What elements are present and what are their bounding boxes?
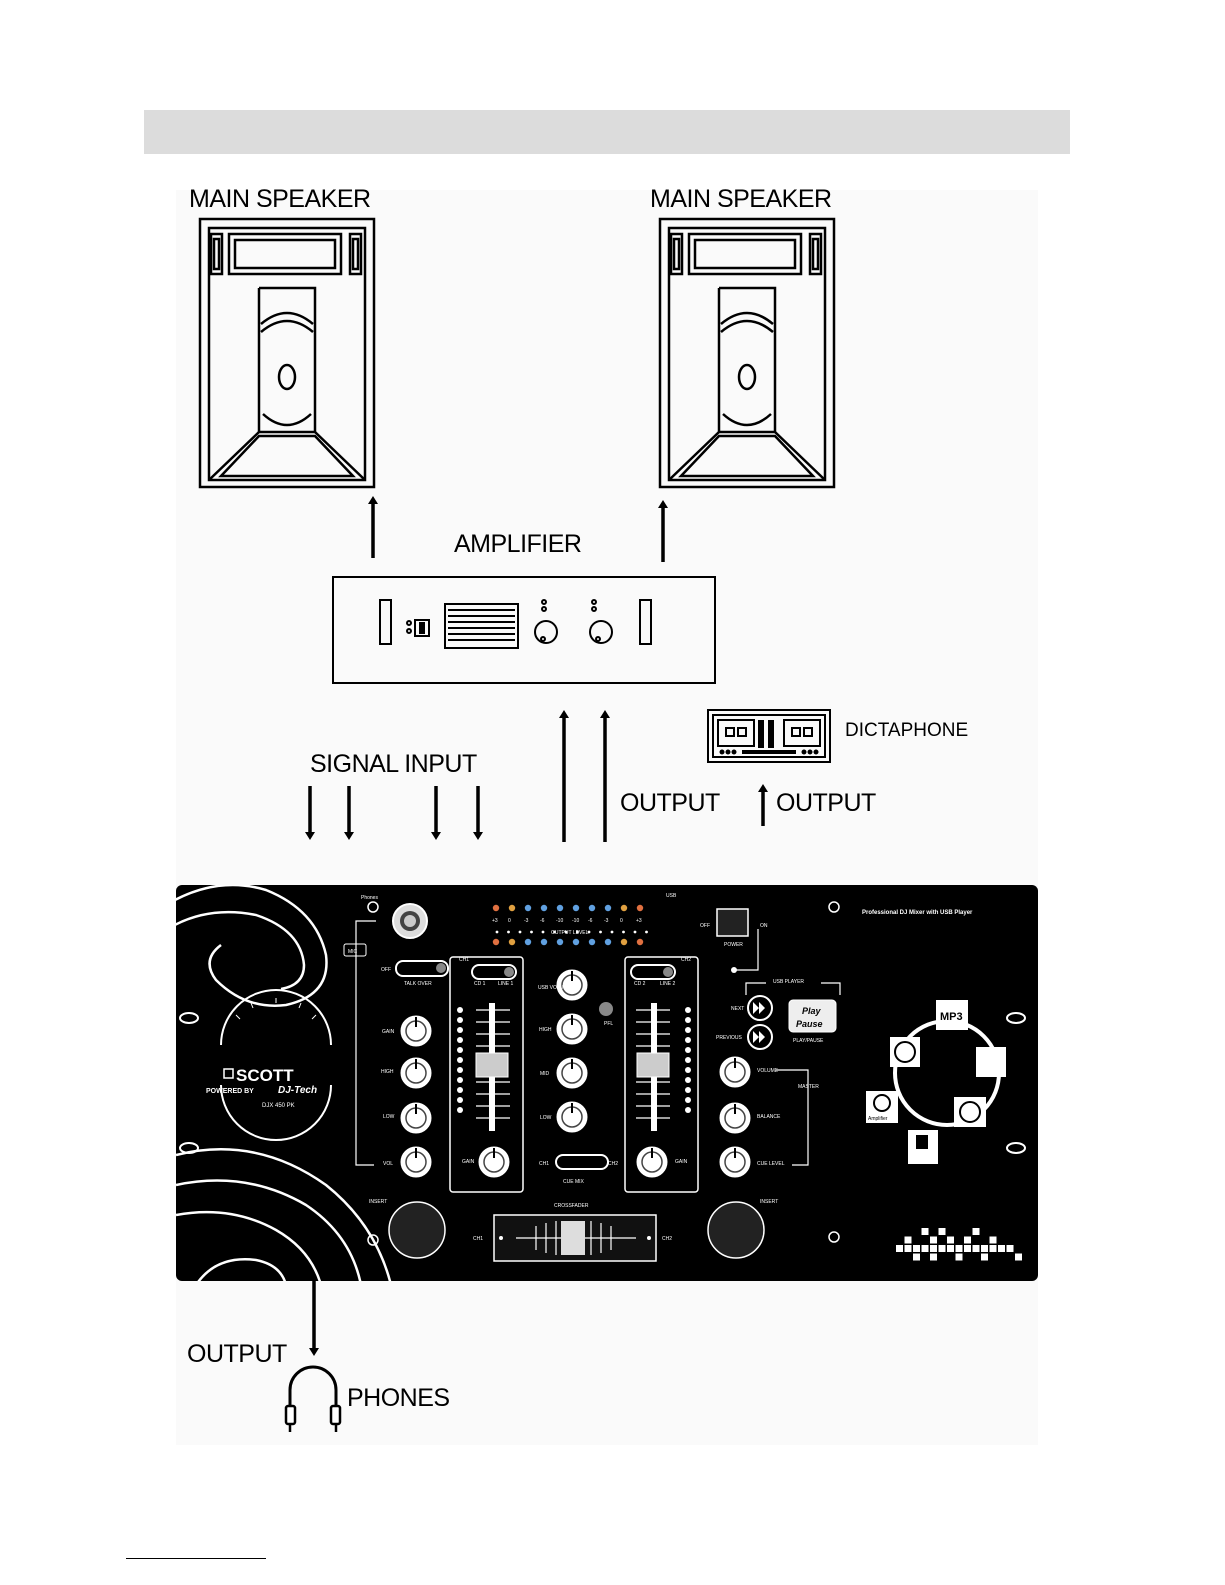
svg-text:OFF: OFF (381, 967, 391, 973)
svg-text:GAIN: GAIN (382, 1029, 395, 1035)
svg-text:MASTER: MASTER (798, 1084, 819, 1090)
svg-text:CH2: CH2 (662, 1236, 672, 1242)
svg-text:CH2: CH2 (681, 957, 691, 963)
svg-text:CUE MIX: CUE MIX (563, 1179, 585, 1185)
svg-text:POWER: POWER (724, 942, 743, 948)
decorative-swirl-top (176, 885, 328, 1007)
svg-text:INSERT: INSERT (760, 1199, 778, 1205)
svg-text:+3: +3 (636, 918, 642, 924)
svg-text:PREVIOUS: PREVIOUS (716, 1035, 743, 1041)
svg-text:USB: USB (666, 893, 677, 899)
svg-text:GAIN: GAIN (462, 1159, 475, 1165)
svg-text:ON: ON (760, 923, 768, 929)
svg-text:LINE 2: LINE 2 (660, 981, 676, 987)
mp3-source-ring: MP3 Amplifier (866, 1000, 1006, 1164)
svg-text:USB PLAYER: USB PLAYER (773, 979, 804, 985)
svg-text:Amplifier: Amplifier (868, 1116, 888, 1122)
svg-text:TALK OVER: TALK OVER (404, 981, 432, 987)
previous-button (747, 1024, 773, 1050)
svg-text:-10: -10 (572, 918, 579, 924)
svg-text:CH2: CH2 (608, 1161, 618, 1167)
main-speaker-left (198, 217, 376, 489)
svg-text:-6: -6 (540, 918, 545, 924)
svg-text:-3: -3 (524, 918, 529, 924)
svg-text:NEXT: NEXT (731, 1006, 744, 1012)
output-level-meter: +3 0 -3 -6 -10 -10 -6 -3 0 +3 (492, 904, 648, 946)
next-button (747, 995, 773, 1021)
play-pause-button (788, 999, 837, 1033)
headphones-icon (284, 1365, 342, 1432)
channel-2-strip (624, 956, 699, 1193)
svg-text:POWERED BY: POWERED BY (206, 1088, 254, 1095)
output-to-phones-label: OUTPUT (187, 1340, 287, 1368)
output-to-amp-label: OUTPUT (620, 789, 720, 817)
output-to-dictaphone-label: OUTPUT (776, 789, 876, 817)
svg-text:+3: +3 (492, 918, 498, 924)
svg-text:CUE LEVEL: CUE LEVEL (757, 1161, 785, 1167)
svg-text:GAIN: GAIN (675, 1159, 688, 1165)
channel-2-fader (636, 1003, 670, 1131)
svg-text:MIC: MIC (348, 949, 358, 955)
svg-text:MP3: MP3 (940, 1011, 963, 1023)
footer-rule (126, 1558, 266, 1559)
svg-text:PFL: PFL (604, 1021, 613, 1027)
scott-brand-logo: SCOTT POWERED BY DJ-Tech DJX 450 PK (206, 989, 332, 1141)
svg-text:SCOTT: SCOTT (236, 1066, 294, 1085)
svg-text:OFF: OFF (700, 923, 710, 929)
svg-text:INSERT: INSERT (369, 1199, 387, 1205)
phones-label: PHONES (347, 1384, 450, 1412)
svg-text:0: 0 (508, 918, 511, 924)
svg-text:USB VOLUME: USB VOLUME (538, 985, 571, 991)
amplifier-unit (332, 576, 716, 684)
cue-mix-switch (555, 1154, 609, 1170)
svg-text:CH1: CH1 (539, 1161, 549, 1167)
signal-input-label: SIGNAL INPUT (310, 750, 477, 778)
dictaphone-label: DICTAPHONE (845, 720, 969, 741)
svg-text:BALANCE: BALANCE (757, 1114, 781, 1120)
insert-knob-right (707, 1201, 765, 1259)
svg-text:Pause: Pause (796, 1019, 823, 1029)
talkover-switch (395, 960, 449, 977)
dj-mixer-panel: SCOTT POWERED BY DJ-Tech DJX 450 PK Phon… (176, 885, 1038, 1281)
svg-text:OUTPUT LEVEL: OUTPUT LEVEL (551, 930, 589, 936)
pfl-button (599, 1002, 613, 1016)
svg-text:-6: -6 (588, 918, 593, 924)
main-speaker-right-label: MAIN SPEAKER (650, 185, 832, 213)
main-speaker-left-label: MAIN SPEAKER (189, 185, 371, 213)
svg-text:-10: -10 (556, 918, 563, 924)
svg-text:Phones: Phones (361, 895, 378, 901)
svg-text:CD 2: CD 2 (634, 981, 646, 987)
svg-text:-3: -3 (604, 918, 609, 924)
channel-1-fader (475, 1003, 510, 1131)
svg-text:CD 1: CD 1 (474, 981, 486, 987)
power-switch (716, 908, 749, 937)
svg-text:DJX 450 PK: DJX 450 PK (262, 1103, 295, 1109)
amplifier-label: AMPLIFIER (454, 530, 582, 558)
svg-text:LOW: LOW (540, 1115, 552, 1121)
channel-1-strip (449, 956, 524, 1193)
svg-text:VOLUME: VOLUME (757, 1068, 779, 1074)
svg-text:CH1: CH1 (473, 1236, 483, 1242)
svg-text:CROSSFADER: CROSSFADER (554, 1203, 589, 1209)
svg-text:LINE 1: LINE 1 (498, 981, 514, 987)
main-speaker-right (658, 217, 836, 489)
decorative-swirl-bottom (176, 1148, 393, 1281)
svg-text:0: 0 (620, 918, 623, 924)
svg-text:Play: Play (802, 1006, 822, 1016)
section-header-bar (144, 110, 1070, 154)
svg-text:DJ-Tech: DJ-Tech (278, 1085, 317, 1096)
svg-text:LOW: LOW (383, 1114, 395, 1120)
svg-text:CH1: CH1 (459, 957, 469, 963)
insert-knob-left (388, 1201, 446, 1259)
svg-text:VOL: VOL (383, 1161, 393, 1167)
svg-text:HIGH: HIGH (381, 1069, 394, 1075)
pixel-decoration (896, 1228, 1022, 1261)
svg-text:HIGH: HIGH (539, 1027, 552, 1033)
svg-text:PLAY/PAUSE: PLAY/PAUSE (793, 1038, 824, 1044)
svg-text:MID: MID (540, 1071, 550, 1077)
svg-text:Professional DJ Mixer with USB: Professional DJ Mixer with USB Player (862, 910, 973, 916)
dictaphone-unit (707, 709, 831, 763)
